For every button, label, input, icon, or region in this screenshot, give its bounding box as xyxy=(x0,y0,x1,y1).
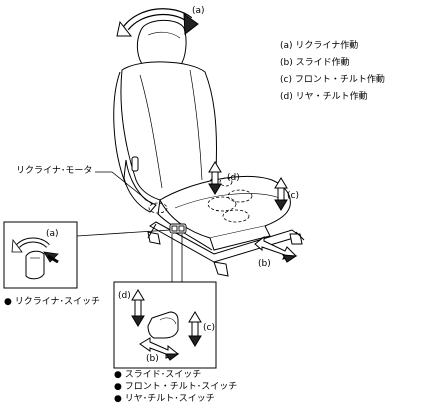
leader-lines xyxy=(76,171,183,282)
callout-c-front-tilt: (c) xyxy=(287,191,299,201)
inset-callout-b: (b) xyxy=(146,354,159,364)
rear-tilt-arrow xyxy=(208,161,222,195)
motor-outlines xyxy=(148,177,253,223)
recliner-switch-inset xyxy=(3,221,78,289)
slide-arrow xyxy=(254,235,298,263)
seat-switch-inset xyxy=(113,281,217,369)
inset-callout-c: (c) xyxy=(203,323,215,333)
seat-back xyxy=(113,61,218,201)
legend-item-front-tilt: (c) フロント・チルト作動 xyxy=(280,75,385,85)
operation-legend: (a) リクライナ作動 (b) スライド作動 (c) フロント・チルト作動 (d… xyxy=(280,38,385,106)
inset-callout-d: (d) xyxy=(118,291,131,301)
inset-callout-a: (a) xyxy=(46,229,59,239)
seat-switch-list: ● スライド･スイッチ ● フロント・チルト･スイッチ ● リヤ･チルト･スイッ… xyxy=(114,369,237,405)
switch-item-slide: ● スライド･スイッチ xyxy=(114,370,202,380)
callout-d-rear-tilt: (d) xyxy=(227,173,240,183)
recliner-side-panel xyxy=(123,156,157,213)
callout-b-slide: (b) xyxy=(258,259,271,269)
recliner-motor-label: リクライナ･モータ xyxy=(16,166,93,176)
seat-rails xyxy=(147,221,305,277)
legend-item-recline: (a) リクライナ作動 xyxy=(280,41,359,51)
legend-item-rear-tilt: (d) リヤ・チルト作動 xyxy=(280,92,368,102)
legend-item-slide: (b) スライド作動 xyxy=(280,58,350,68)
callout-a-recliner: (a) xyxy=(192,6,205,16)
recliner-rotation-arrow xyxy=(116,8,199,37)
front-tilt-arrow xyxy=(274,177,288,211)
recliner-switch-caption: ● リクライナ･スイッチ xyxy=(4,297,101,307)
switch-item-front-tilt: ● フロント・チルト･スイッチ xyxy=(114,382,238,392)
seat-switch-panel xyxy=(169,223,187,234)
switch-item-rear-tilt: ● リヤ･チルト･スイッチ xyxy=(114,394,215,404)
